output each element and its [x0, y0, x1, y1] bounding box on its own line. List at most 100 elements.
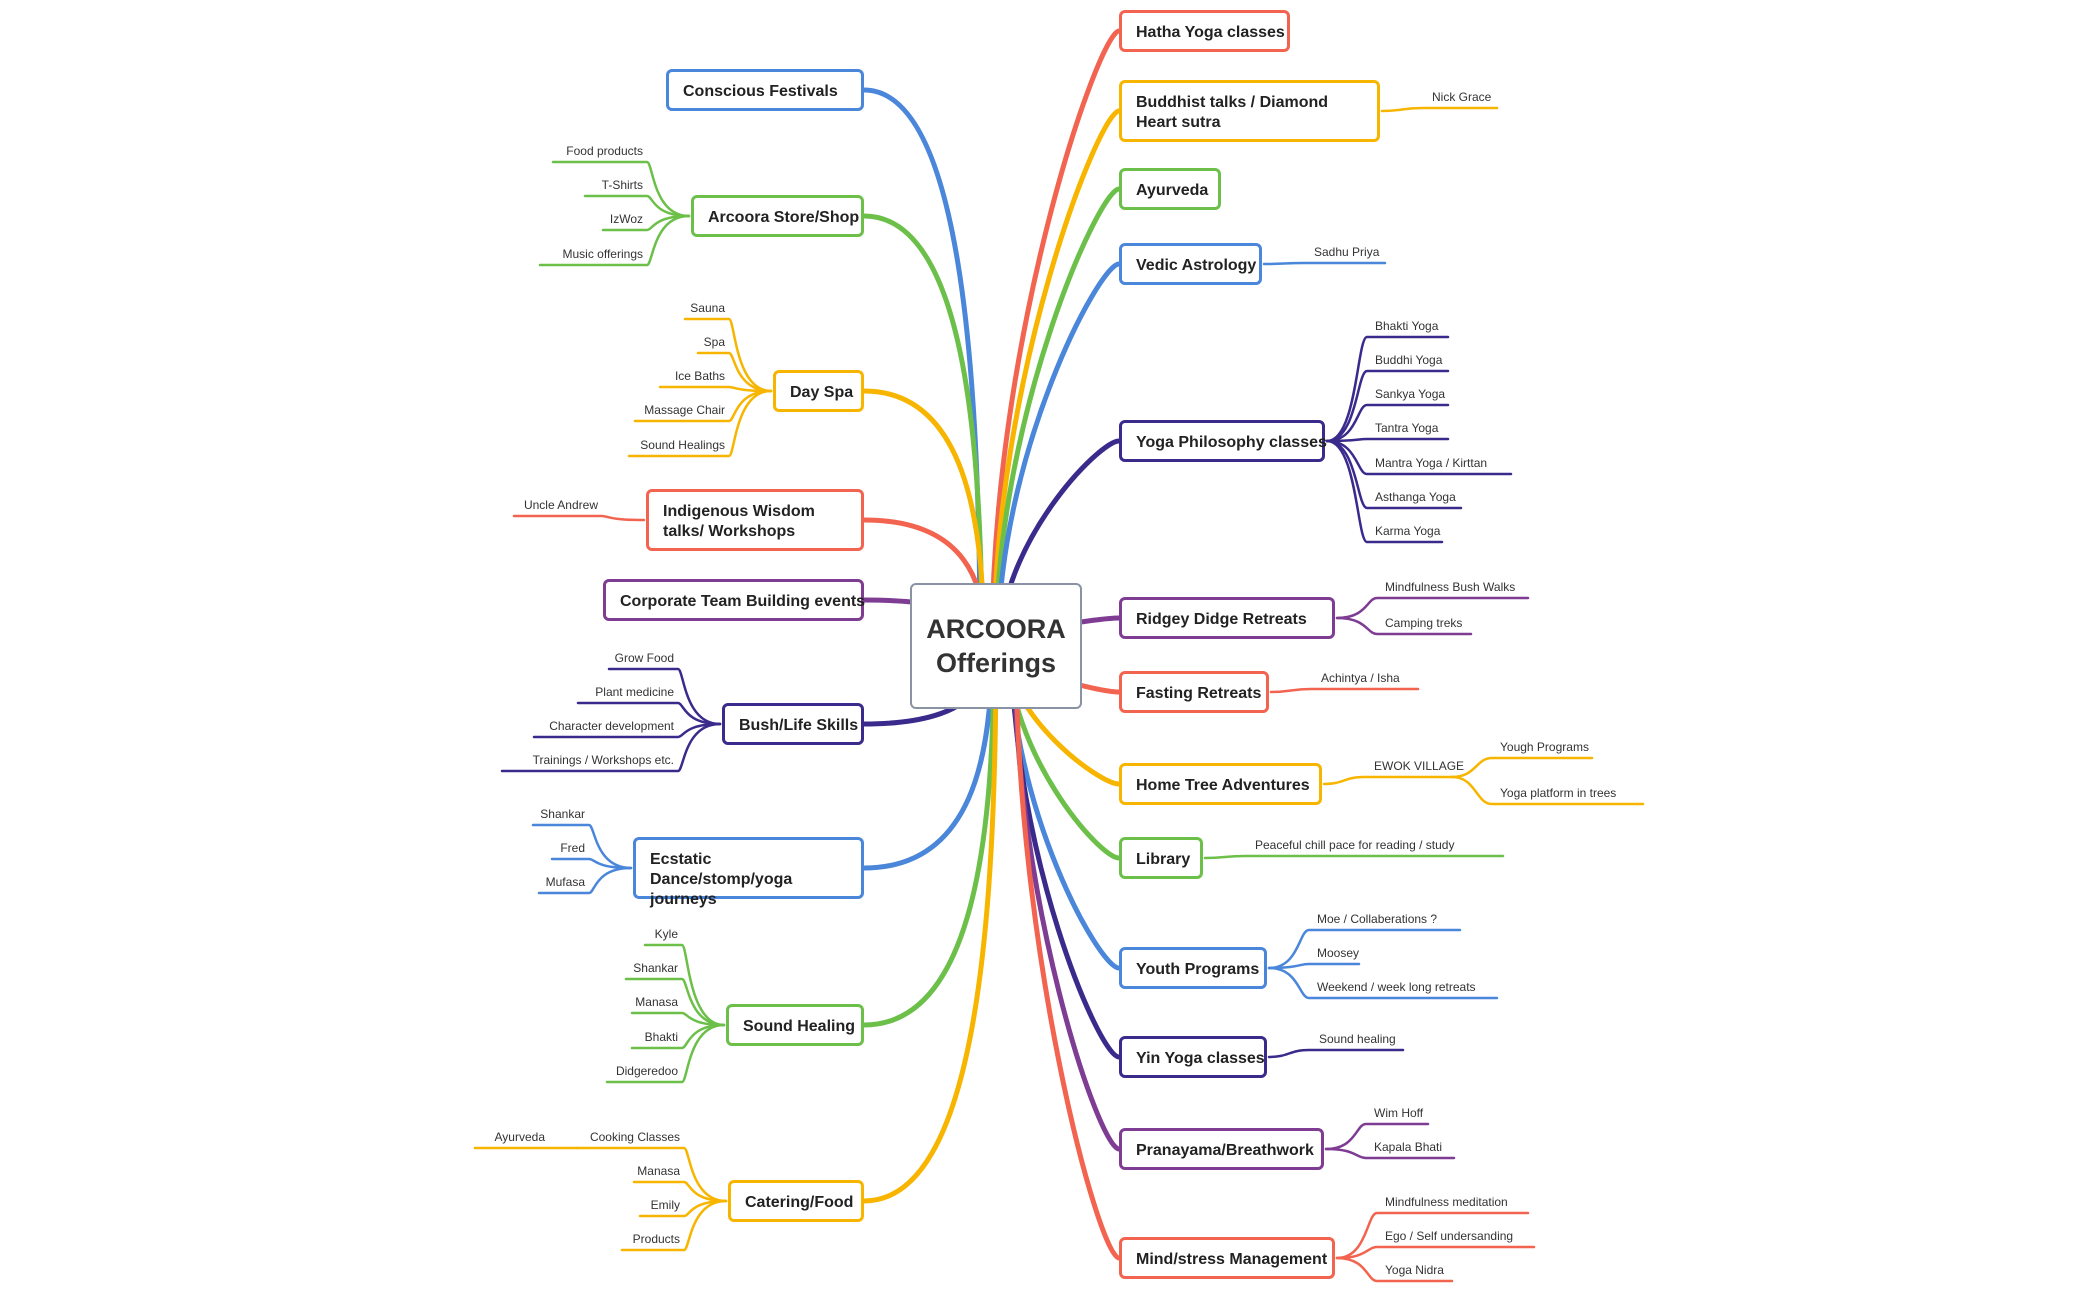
subtopic-label[interactable]: Moosey — [1317, 946, 1360, 960]
subtopic-label[interactable]: Shankar — [540, 807, 585, 821]
topic-label: Corporate Team Building events — [620, 593, 866, 610]
topic-pranayama[interactable]: Pranayama/Breathwork — [1119, 1128, 1324, 1170]
subtopic-line — [531, 823, 633, 870]
subtopic-label[interactable]: Nick Grace — [1432, 90, 1492, 104]
subtopic-line — [1262, 261, 1387, 266]
subtopic-label[interactable]: Weekend / week long retreats — [1317, 980, 1476, 994]
topic-indigenous[interactable]: Indigenous Wisdom talks/ Workshops — [646, 489, 864, 551]
subtopic-label[interactable]: T-Shirts — [601, 178, 643, 192]
subtopic-line — [683, 317, 773, 393]
subtopic-label[interactable]: Kapala Bhati — [1374, 1140, 1443, 1154]
subtopic-line — [1450, 756, 1594, 779]
subtopic-label[interactable]: Cooking Classes — [589, 1130, 680, 1144]
topic-store[interactable]: Arcoora Store/Shop — [691, 195, 864, 237]
topic-hatha[interactable]: Hatha Yoga classes — [1119, 10, 1290, 52]
topic-conscious[interactable]: Conscious Festivals — [666, 69, 864, 111]
subtopic-label[interactable]: Manasa — [635, 995, 678, 1009]
subtopic-label[interactable]: Emily — [650, 1198, 680, 1212]
subtopic-label[interactable]: EWOK VILLAGE — [1374, 759, 1465, 773]
subtopic-label[interactable]: Plant medicine — [595, 685, 674, 699]
subtopic-label[interactable]: Spa — [703, 335, 725, 349]
subtopic-label[interactable]: Grow Food — [614, 651, 674, 665]
subtopic-label[interactable]: Bhakti — [644, 1030, 678, 1044]
subtopic-line — [1267, 1048, 1405, 1059]
subtopic-line — [1335, 1245, 1536, 1260]
topic-corporate[interactable]: Corporate Team Building events — [603, 579, 866, 621]
topic-catering[interactable]: Catering/Food — [728, 1180, 864, 1222]
branch-line-hatha — [989, 28, 1122, 649]
subtopic-line — [627, 389, 773, 458]
subtopic-label[interactable]: Fred — [560, 841, 585, 855]
topic-label: Bush/Life Skills — [739, 717, 859, 734]
subtopic-label[interactable]: Yough Programs — [1500, 740, 1589, 754]
subtopic-label[interactable]: Yoga platform in trees — [1500, 786, 1617, 800]
subtopic-label[interactable]: Trainings / Workshops etc. — [532, 753, 674, 767]
subtopic-label[interactable]: Wim Hoff — [1374, 1106, 1424, 1120]
subtopic-label[interactable]: Sankya Yoga — [1375, 387, 1446, 401]
subtopic-label[interactable]: Sound Healings — [640, 438, 725, 452]
subtopic-label[interactable]: Music offerings — [562, 247, 643, 261]
topic-label: Mind/stress Management — [1136, 1251, 1328, 1268]
subtopic-label[interactable]: Buddhi Yoga — [1375, 353, 1443, 367]
subtopic-label[interactable]: Peaceful chill pace for reading / study — [1255, 838, 1455, 852]
subtopic-line — [550, 857, 633, 870]
subtopic-label[interactable]: Ice Baths — [674, 369, 725, 383]
topic-buddhist[interactable]: Buddhist talks / Diamond Heart sutra — [1119, 80, 1380, 142]
subtopic-label[interactable]: Sadhu Priya — [1314, 245, 1380, 259]
subtopic-line — [537, 866, 633, 895]
topic-bush[interactable]: Bush/Life Skills — [722, 703, 864, 745]
subtopic-line — [607, 667, 722, 726]
topic-label: Sound Healing — [743, 1018, 855, 1035]
subtopic-label[interactable]: Asthanga Yoga — [1375, 490, 1456, 504]
topic-label: Youth Programs — [1136, 961, 1260, 978]
subtopic-label[interactable]: Sauna — [690, 301, 725, 315]
topic-label: Yoga Philosophy classes — [1136, 434, 1327, 451]
subtopic-line — [1335, 1256, 1454, 1283]
topic-label: Buddhist talks / Diamond Heart sutra — [1136, 94, 1329, 131]
subtopic-label[interactable]: Manasa — [637, 1164, 680, 1178]
subtopic-label[interactable]: Yoga Nidra — [1385, 1263, 1444, 1277]
topic-library[interactable]: Library — [1119, 837, 1203, 879]
topic-label: Ecstatic Dance/stomp/yoga journeys — [650, 851, 793, 908]
topic-philosophy[interactable]: Yoga Philosophy classes — [1119, 420, 1327, 462]
topic-ayurveda[interactable]: Ayurveda — [1119, 168, 1221, 210]
topic-label: Ayurveda — [1136, 182, 1209, 199]
topic-fasting[interactable]: Fasting Retreats — [1119, 671, 1269, 713]
topic-yin[interactable]: Yin Yoga classes — [1119, 1036, 1267, 1078]
subtopic-label[interactable]: Uncle Andrew — [523, 498, 598, 512]
topic-ridgey[interactable]: Ridgey Didge Retreats — [1119, 597, 1335, 639]
subtopic-label[interactable]: Bhakti Yoga — [1375, 319, 1439, 333]
subtopic-label[interactable]: Shankar — [633, 961, 678, 975]
topic-ecstatic[interactable]: Ecstatic Dance/stomp/yoga journeys — [633, 837, 864, 908]
topic-vedic[interactable]: Vedic Astrology — [1119, 243, 1262, 285]
topic-youth[interactable]: Youth Programs — [1119, 947, 1267, 989]
topic-mind[interactable]: Mind/stress Management — [1119, 1237, 1335, 1279]
subtopic-label[interactable]: Ayurveda — [494, 1130, 545, 1144]
subtopic-label[interactable]: Character development — [549, 719, 674, 733]
central-topic[interactable]: ARCOORA Offerings — [910, 583, 1082, 709]
topic-dayspa[interactable]: Day Spa — [773, 370, 864, 412]
subtopic-label[interactable]: Mindfulness meditation — [1385, 1195, 1508, 1209]
subtopic-label[interactable]: Massage Chair — [644, 403, 725, 417]
subtopic-label[interactable]: IzWoz — [609, 212, 643, 226]
subtopic-label[interactable]: Achintya / Isha — [1321, 671, 1400, 685]
subtopic-label[interactable]: Mufasa — [545, 875, 585, 889]
subtopic-label[interactable]: Kyle — [654, 927, 678, 941]
subtopic-label[interactable]: Didgeredoo — [615, 1064, 678, 1078]
subtopic-label[interactable]: Mindfulness Bush Walks — [1385, 580, 1516, 594]
subtopic-line — [1335, 616, 1473, 636]
subtopic-label[interactable]: Karma Yoga — [1375, 524, 1441, 538]
topic-sound[interactable]: Sound Healing — [726, 1004, 864, 1046]
subtopic-label[interactable]: Sound healing — [1319, 1032, 1396, 1046]
subtopic-label[interactable]: Moe / Collaberations ? — [1317, 912, 1438, 926]
subtopic-label[interactable]: Mantra Yoga / Kirttan — [1375, 456, 1488, 470]
subtopic-label[interactable]: Ego / Self undersanding — [1385, 1229, 1514, 1243]
subtopic-line — [1322, 775, 1454, 786]
topic-hometree[interactable]: Home Tree Adventures — [1119, 763, 1322, 805]
subtopic-label[interactable]: Products — [632, 1232, 680, 1246]
subtopic-label[interactable]: Camping treks — [1385, 616, 1463, 630]
subtopic-label[interactable]: Food products — [566, 144, 643, 158]
subtopic-label[interactable]: Tantra Yoga — [1375, 421, 1439, 435]
